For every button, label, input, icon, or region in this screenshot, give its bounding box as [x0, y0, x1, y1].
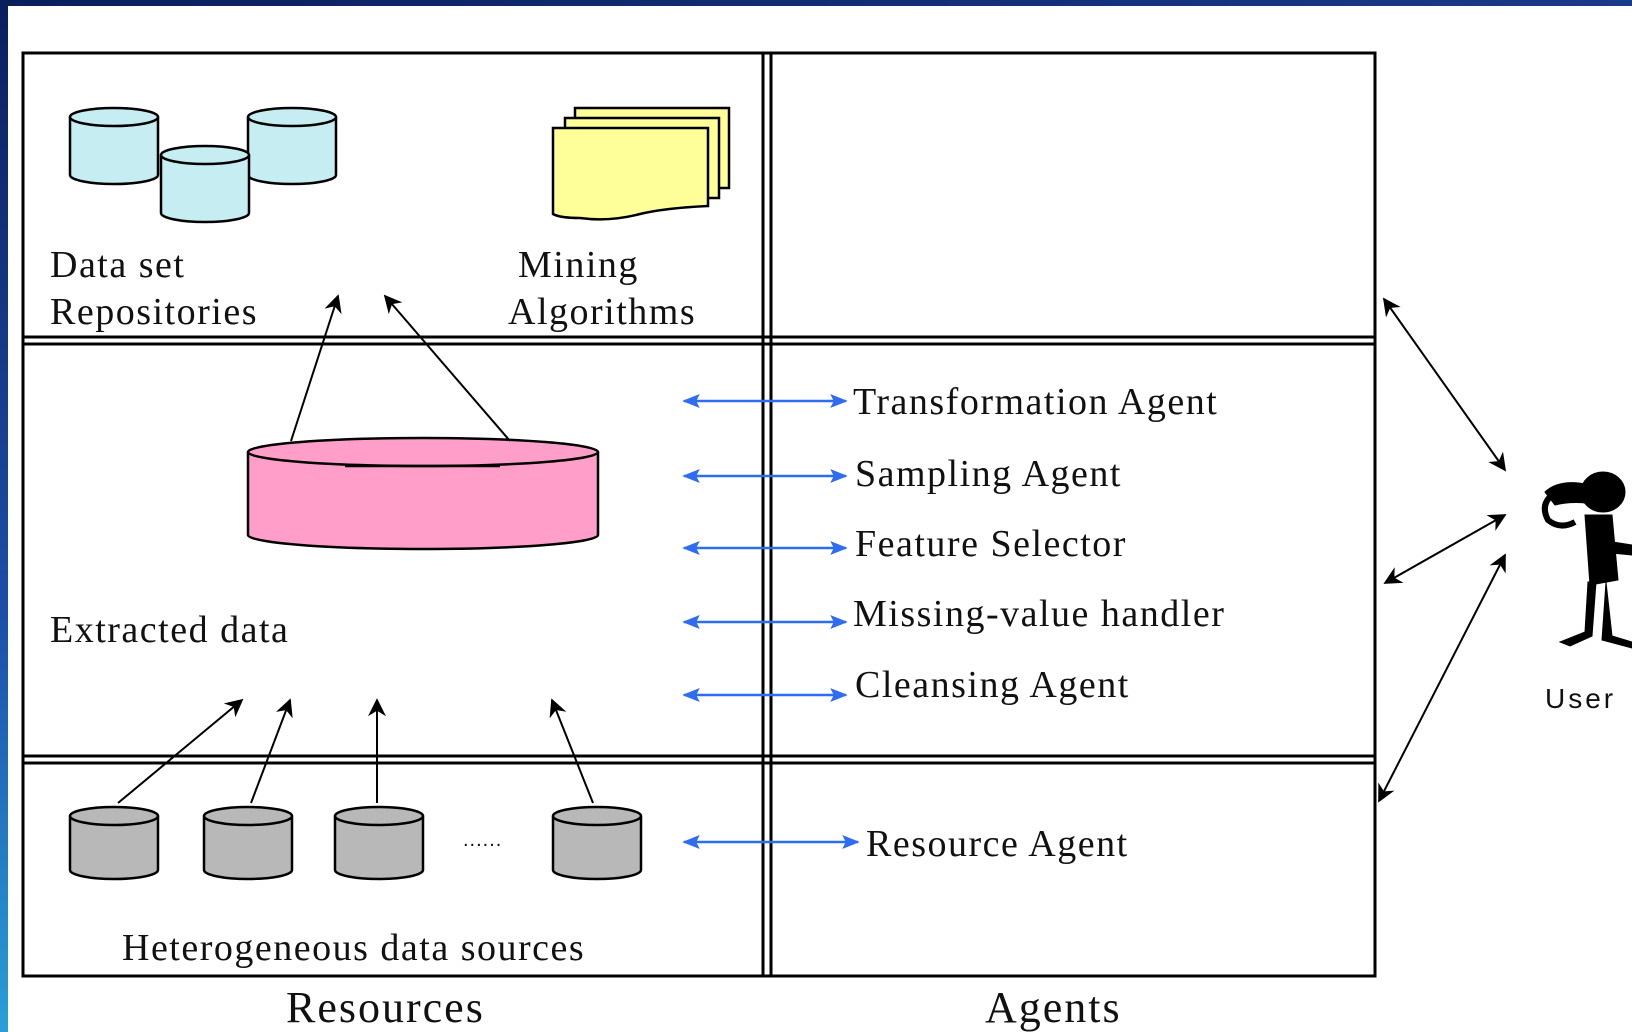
user-figure-icon	[1541, 471, 1632, 649]
user-arrows	[1378, 297, 1507, 803]
data-source-icons	[68, 805, 643, 881]
agent-connector-arrows	[682, 394, 860, 849]
slide-top-band	[0, 0, 1632, 6]
mining-algorithms-icon	[551, 106, 731, 221]
heterogeneous-sources-label: Heterogeneous data sources	[122, 927, 585, 969]
dataset-label-line1: Data set	[50, 244, 185, 286]
data-source-icon	[68, 805, 160, 881]
data-source-icon	[333, 805, 425, 881]
agent-label-transformation: Transformation Agent	[853, 381, 1218, 423]
agent-label-missing-value: Missing-value handler	[853, 593, 1225, 635]
mining-label-line1: Mining	[518, 244, 639, 286]
source-arrows	[117, 698, 594, 804]
data-source-icon	[551, 805, 643, 881]
diagram-frame	[21, 51, 1377, 978]
extracted-data-icon	[246, 436, 600, 551]
data-source-icon	[202, 805, 294, 881]
extraction-arrows	[290, 294, 511, 442]
extracted-data-label: Extracted data	[50, 609, 289, 651]
agent-label-resource: Resource Agent	[866, 823, 1129, 865]
agent-label-feature-selector: Feature Selector	[855, 523, 1127, 565]
slide-left-band	[0, 0, 8, 1032]
agent-label-sampling: Sampling Agent	[855, 453, 1122, 495]
resources-column-label: Resources	[286, 983, 485, 1032]
agents-column-label: Agents	[985, 983, 1122, 1032]
sources-ellipsis: ......	[463, 829, 502, 851]
dataset-repositories-icon	[68, 106, 338, 224]
agent-label-cleansing: Cleansing Agent	[855, 664, 1130, 706]
user-label: User	[1545, 683, 1616, 714]
dataset-label-line2: Repositories	[50, 291, 258, 333]
mining-label-line2: Algorithms	[508, 291, 696, 333]
